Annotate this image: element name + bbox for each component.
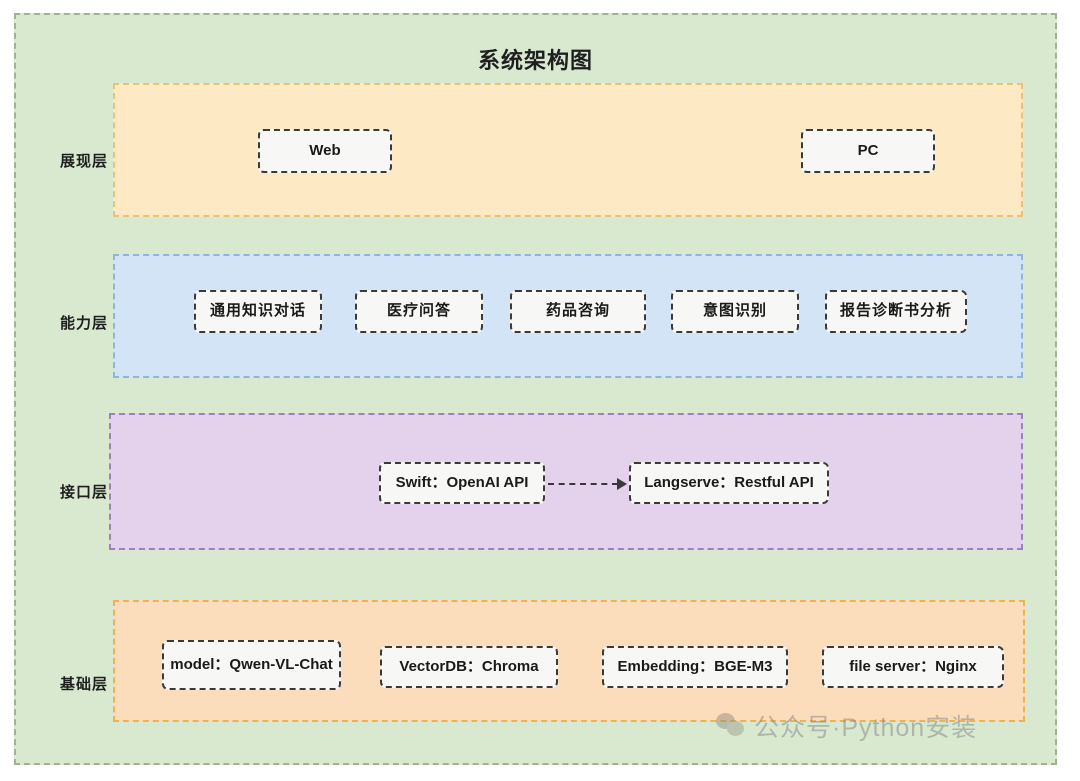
node-drug-consult[interactable]: 药品咨询: [510, 290, 646, 333]
node-model[interactable]: model：Qwen-VL-Chat: [162, 640, 341, 690]
node-langserve-restful-api[interactable]: Langserve：Restful API: [629, 462, 829, 504]
node-swift-openai-api[interactable]: Swift：OpenAI API: [379, 462, 545, 504]
layer-panel-capability: 通用知识对话 医疗问答 药品咨询 意图识别 报告诊断书分析: [113, 254, 1023, 378]
layer-label-foundation: 基础层: [59, 676, 108, 693]
layer-label-capability: 能力层: [59, 315, 108, 332]
node-general-knowledge-chat[interactable]: 通用知识对话: [194, 290, 322, 333]
node-web[interactable]: Web: [258, 129, 392, 173]
architecture-diagram: 系统架构图 展现层 Web PC 能力层 通用知识对话 医疗问答 药品咨询 意图…: [14, 13, 1057, 765]
page-title: 系统架构图: [477, 48, 593, 73]
node-pc[interactable]: PC: [801, 129, 935, 173]
node-embedding[interactable]: Embedding：BGE-M3: [602, 646, 788, 688]
layer-panel-interface: Swift：OpenAI API Langserve：Restful API: [109, 413, 1023, 550]
node-medical-qa[interactable]: 医疗问答: [355, 290, 483, 333]
layer-label-presentation: 展现层: [59, 153, 108, 170]
connector-swift-to-langserve: [548, 478, 627, 490]
layer-panel-presentation: Web PC: [113, 83, 1023, 217]
layer-label-interface: 接口层: [59, 484, 108, 501]
node-vectordb[interactable]: VectorDB：Chroma: [380, 646, 558, 688]
node-file-server[interactable]: file server：Nginx: [822, 646, 1004, 688]
node-intent-recognition[interactable]: 意图识别: [671, 290, 799, 333]
connector-line: [548, 483, 618, 485]
node-report-diagnosis-analysis[interactable]: 报告诊断书分析: [825, 290, 967, 333]
arrow-head-icon: [617, 478, 627, 490]
layer-panel-foundation: model：Qwen-VL-Chat VectorDB：Chroma Embed…: [113, 600, 1025, 722]
